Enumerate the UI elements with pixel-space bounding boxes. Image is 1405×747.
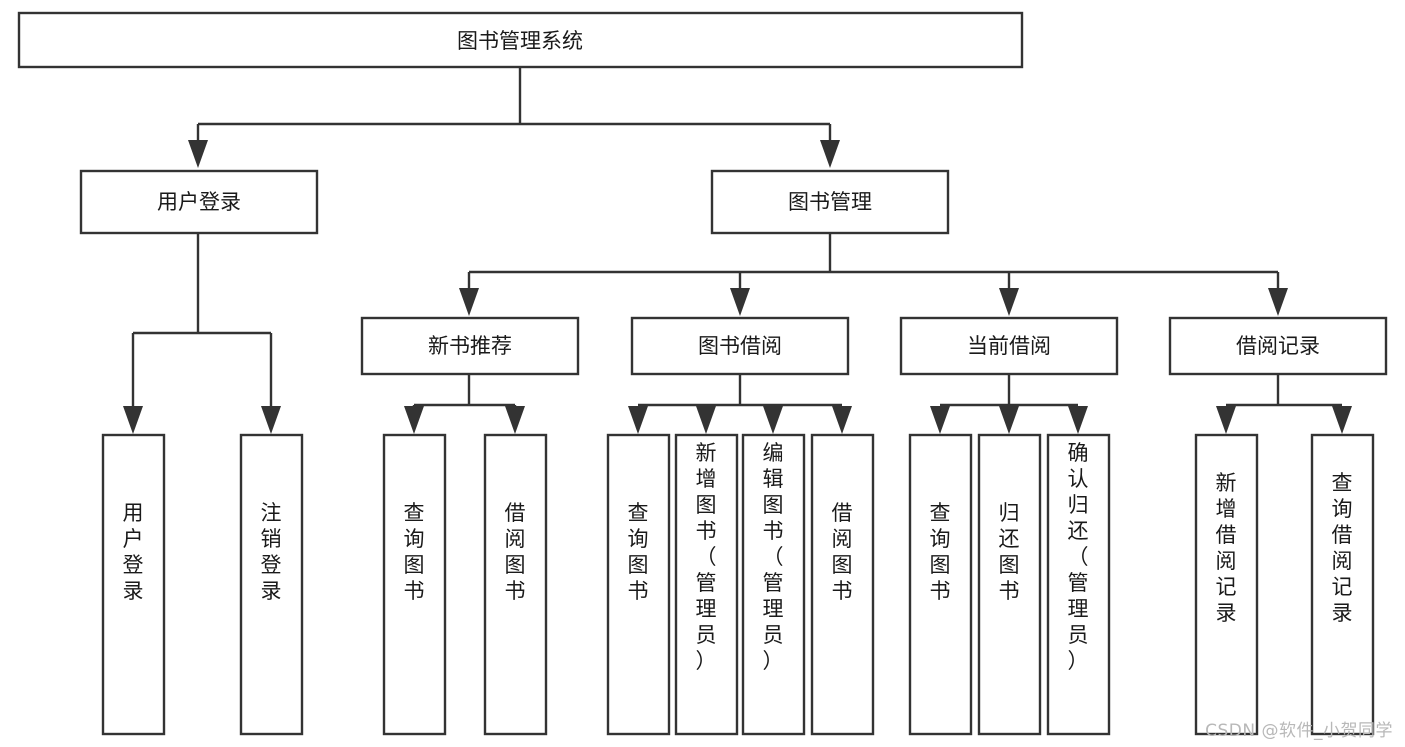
connector-group-new-book-recommend bbox=[404, 374, 525, 434]
connector-group-current-borrow bbox=[930, 374, 1088, 434]
node-leaf-query-book-3-box[interactable] bbox=[908, 433, 973, 736]
arrowhead-icon-leaf-confirm-return bbox=[1068, 406, 1088, 434]
node-leaf-query-record[interactable]: 查询借阅记录 bbox=[1310, 433, 1375, 736]
node-leaf-return-book[interactable]: 归还图书 bbox=[977, 433, 1042, 736]
node-leaf-borrow-book-2[interactable]: 借阅图书 bbox=[810, 433, 875, 736]
node-new-book-recommend-box[interactable] bbox=[360, 316, 580, 376]
arrowhead-icon-user-login bbox=[188, 140, 208, 168]
connector-group-book-borrow bbox=[628, 374, 852, 434]
node-leaf-borrow-book-1-label: 借阅图书 bbox=[505, 501, 526, 603]
node-leaf-query-book-3-label: 查询图书 bbox=[930, 501, 951, 603]
node-borrow-record-box[interactable] bbox=[1168, 316, 1388, 376]
node-leaf-add-book-box[interactable] bbox=[674, 433, 739, 736]
arrowhead-icon-leaf-query-book-3 bbox=[930, 406, 950, 434]
node-leaf-logout-login-box[interactable] bbox=[239, 433, 304, 736]
node-leaf-edit-book-box[interactable] bbox=[741, 433, 806, 736]
arrowhead-icon-leaf-add-record bbox=[1216, 406, 1236, 434]
node-leaf-query-record-box[interactable] bbox=[1310, 433, 1375, 736]
node-leaf-borrow-book-2-box[interactable] bbox=[810, 433, 875, 736]
arrowhead-icon-book-manage bbox=[820, 140, 840, 168]
node-book-manage[interactable]: 图书管理 bbox=[710, 169, 950, 235]
arrowhead-icon-book-borrow bbox=[730, 288, 750, 316]
node-new-book-recommend-label: 新书推荐 bbox=[428, 334, 512, 358]
node-leaf-borrow-book-1-box[interactable] bbox=[483, 433, 548, 736]
arrowhead-icon-borrow-record bbox=[1268, 288, 1288, 316]
arrowhead-icon-current-borrow bbox=[999, 288, 1019, 316]
node-current-borrow-box[interactable] bbox=[899, 316, 1119, 376]
connector-group-user-login bbox=[123, 233, 281, 434]
node-leaf-edit-book[interactable]: 编辑图书（管理员） bbox=[741, 433, 806, 736]
node-leaf-add-record[interactable]: 新增借阅记录 bbox=[1194, 433, 1259, 736]
node-leaf-borrow-book-1[interactable]: 借阅图书 bbox=[483, 433, 548, 736]
arrowhead-icon-leaf-add-book bbox=[696, 406, 716, 434]
node-root-label: 图书管理系统 bbox=[457, 29, 583, 53]
arrowhead-icon-leaf-borrow-book-1 bbox=[505, 406, 525, 434]
node-leaf-add-record-label: 新增借阅记录 bbox=[1216, 471, 1237, 625]
node-leaf-add-record-box[interactable] bbox=[1194, 433, 1259, 736]
node-root-box[interactable] bbox=[17, 11, 1024, 69]
node-leaf-confirm-return-box[interactable] bbox=[1046, 433, 1111, 736]
node-leaf-query-book-2-label: 查询图书 bbox=[628, 501, 649, 603]
node-leaf-query-book-1-box[interactable] bbox=[382, 433, 447, 736]
node-leaf-return-book-label: 归还图书 bbox=[999, 501, 1020, 603]
arrowhead-icon-leaf-query-book-2 bbox=[628, 406, 648, 434]
node-book-borrow-box[interactable] bbox=[630, 316, 850, 376]
arrowhead-icon-leaf-logout-login bbox=[261, 406, 281, 434]
node-leaf-query-book-2[interactable]: 查询图书 bbox=[606, 433, 671, 736]
node-leaf-add-book-label: 新增图书（管理员） bbox=[696, 441, 717, 673]
arrowhead-icon-leaf-return-book bbox=[999, 406, 1019, 434]
node-leaf-return-book-box[interactable] bbox=[977, 433, 1042, 736]
node-leaf-user-login-box[interactable] bbox=[101, 433, 166, 736]
arrowhead-icon-leaf-query-record bbox=[1332, 406, 1352, 434]
arrowhead-icon-leaf-edit-book bbox=[763, 406, 783, 434]
node-leaf-query-record-label: 查询借阅记录 bbox=[1332, 471, 1353, 625]
node-book-borrow[interactable]: 图书借阅 bbox=[630, 316, 850, 376]
node-book-borrow-label: 图书借阅 bbox=[698, 334, 782, 358]
node-borrow-record-label: 借阅记录 bbox=[1236, 334, 1320, 358]
node-leaf-borrow-book-2-label: 借阅图书 bbox=[832, 501, 853, 603]
node-borrow-record[interactable]: 借阅记录 bbox=[1168, 316, 1388, 376]
node-current-borrow[interactable]: 当前借阅 bbox=[899, 316, 1119, 376]
node-leaf-edit-book-label: 编辑图书（管理员） bbox=[763, 441, 784, 673]
connector-group-root bbox=[188, 67, 840, 168]
node-root[interactable]: 图书管理系统 bbox=[17, 11, 1024, 69]
node-leaf-query-book-1[interactable]: 查询图书 bbox=[382, 433, 447, 736]
node-leaf-user-login-label: 用户登录 bbox=[123, 501, 144, 603]
arrowhead-icon-leaf-user-login bbox=[123, 406, 143, 434]
node-leaf-query-book-2-box[interactable] bbox=[606, 433, 671, 736]
node-current-borrow-label: 当前借阅 bbox=[967, 334, 1051, 358]
node-leaf-add-book[interactable]: 新增图书（管理员） bbox=[674, 433, 739, 736]
node-user-login[interactable]: 用户登录 bbox=[79, 169, 319, 235]
connector-group-borrow-record bbox=[1216, 374, 1352, 434]
node-book-manage-box[interactable] bbox=[710, 169, 950, 235]
node-leaf-confirm-return-label: 确认归还（管理员） bbox=[1068, 441, 1089, 673]
arrowhead-icon-leaf-query-book-1 bbox=[404, 406, 424, 434]
connector-group-book-manage bbox=[459, 233, 1288, 316]
node-new-book-recommend[interactable]: 新书推荐 bbox=[360, 316, 580, 376]
arrowhead-icon-leaf-borrow-book-2 bbox=[832, 406, 852, 434]
node-leaf-logout-login[interactable]: 注销登录 bbox=[239, 433, 304, 736]
node-leaf-query-book-3[interactable]: 查询图书 bbox=[908, 433, 973, 736]
node-leaf-logout-login-label: 注销登录 bbox=[261, 501, 282, 603]
node-book-manage-label: 图书管理 bbox=[788, 190, 872, 214]
arrowhead-icon-new-book-recommend bbox=[459, 288, 479, 316]
node-user-login-label: 用户登录 bbox=[157, 190, 241, 214]
node-leaf-confirm-return[interactable]: 确认归还（管理员） bbox=[1046, 433, 1111, 736]
node-user-login-box[interactable] bbox=[79, 169, 319, 235]
node-leaf-user-login[interactable]: 用户登录 bbox=[101, 433, 166, 736]
node-leaf-query-book-1-label: 查询图书 bbox=[404, 501, 425, 603]
